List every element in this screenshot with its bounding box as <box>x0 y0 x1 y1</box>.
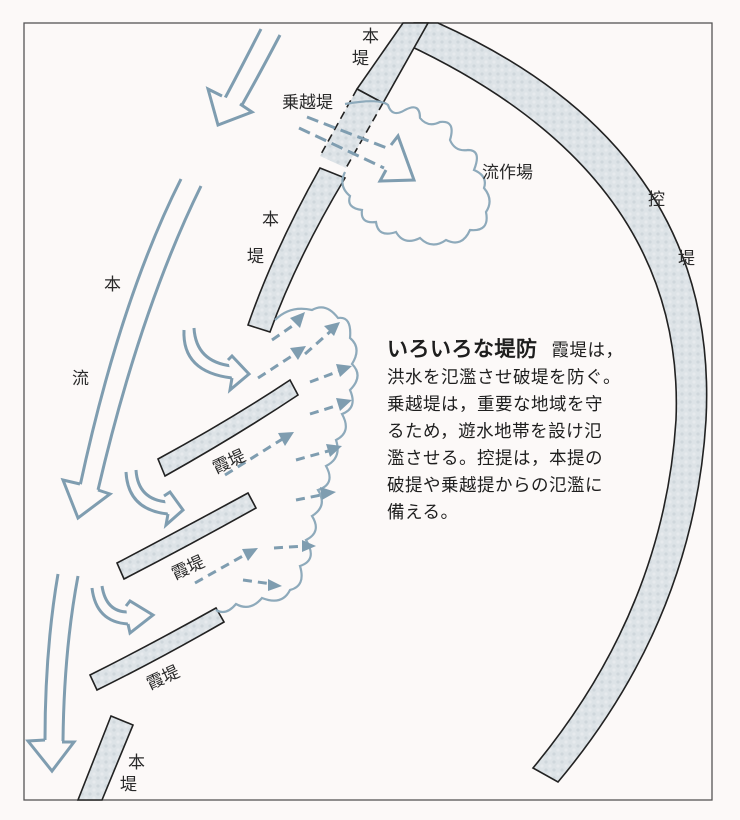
secondary-levee <box>404 22 708 784</box>
label-main-levee-top-2: 堤 <box>352 49 369 69</box>
caption-line-2: 洪水を氾濫させ破堤を防ぐ。 <box>387 368 621 388</box>
main-levee-middle <box>246 166 347 333</box>
swirl-arrow-2 <box>124 469 186 529</box>
label-open-levee-3: 霞堤 <box>144 662 183 694</box>
label-main-levee-bottom-2: 堤 <box>120 775 137 795</box>
caption-line-4: るため，遊水地帯を設け氾 <box>387 422 603 442</box>
label-overflow-levee: 乗越堤 <box>282 93 333 113</box>
main-flow-arrow-bottom <box>25 573 80 774</box>
diagram-frame <box>23 22 713 801</box>
swirl-arrow-3 <box>90 585 156 636</box>
diagram-caption: いろいろな堤防霞堤は， 洪水を氾濫させ破堤を防ぐ。 乗越堤は，重要な地域を守 る… <box>387 336 687 527</box>
label-main-levee-mid-1: 本 <box>262 210 279 230</box>
label-main-flow-2: 流 <box>72 369 89 389</box>
caption-line-1: 霞堤は， <box>551 341 624 361</box>
retarding-area-outline <box>341 100 491 246</box>
label-main-levee-mid-2: 堤 <box>247 247 264 267</box>
open-levee-3 <box>88 606 226 692</box>
main-levee-bottom <box>76 714 135 801</box>
caption-line-3: 乗越堤は，重要な地域を守 <box>387 395 603 415</box>
main-flow-arrow-middle <box>60 178 203 521</box>
caption-line-5: 濫させる。控提は，本提の <box>387 449 603 469</box>
swirl-arrow-1 <box>182 327 252 394</box>
label-secondary-levee-1: 控 <box>648 190 665 210</box>
flood-area-outline <box>215 306 359 614</box>
caption-line-6: 破提や乗越提からの氾濫に <box>387 476 603 496</box>
open-levee-1 <box>156 378 300 478</box>
caption-heading: いろいろな堤防 <box>387 337 538 361</box>
label-main-levee-top-1: 本 <box>362 27 379 47</box>
flood-dashed-arrows <box>194 312 352 591</box>
label-secondary-levee-2: 堤 <box>678 249 695 269</box>
overflow-arrow-head <box>377 132 417 183</box>
caption-line-7: 備える。 <box>387 503 459 523</box>
main-flow-arrow-top <box>205 28 282 127</box>
open-levee-2 <box>115 491 258 581</box>
label-main-flow-1: 本 <box>104 275 121 295</box>
label-main-levee-bottom-1: 本 <box>128 753 145 773</box>
label-retarding-area: 流作場 <box>482 163 533 183</box>
